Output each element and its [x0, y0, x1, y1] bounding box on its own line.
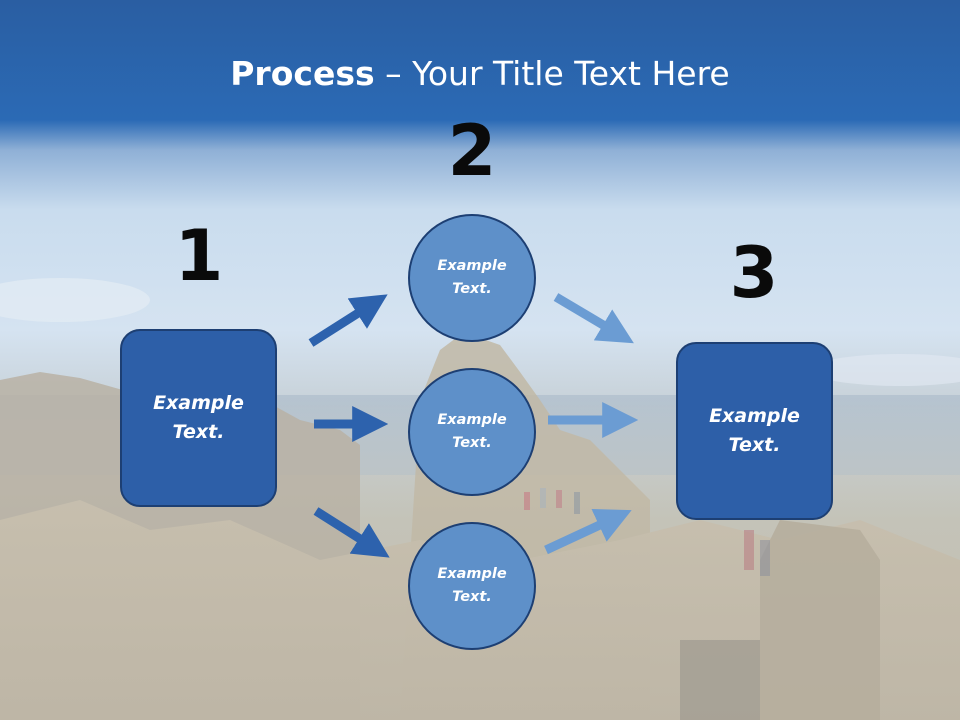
slide-title: Process – Your Title Text Here — [0, 52, 960, 96]
step-3-box[interactable]: Example Text. — [676, 342, 833, 520]
step-2-circle-middle[interactable]: Example Text. — [408, 368, 536, 496]
step-number-3: 3 — [729, 232, 779, 314]
step-1-text: Example Text. — [153, 392, 244, 443]
step-number-1: 1 — [174, 215, 224, 297]
step-2-circle-top[interactable]: Example Text. — [408, 214, 536, 342]
title-bold: Process — [230, 54, 375, 93]
step-3-text: Example Text. — [709, 405, 800, 456]
circle-bottom-text: Example Text. — [437, 566, 507, 605]
step-number-2: 2 — [447, 110, 497, 192]
circle-top-text: Example Text. — [437, 258, 507, 297]
title-rest: – Your Title Text Here — [374, 54, 730, 93]
step-1-box[interactable]: Example Text. — [120, 329, 277, 507]
circle-middle-text: Example Text. — [437, 412, 507, 451]
step-2-circle-bottom[interactable]: Example Text. — [408, 522, 536, 650]
